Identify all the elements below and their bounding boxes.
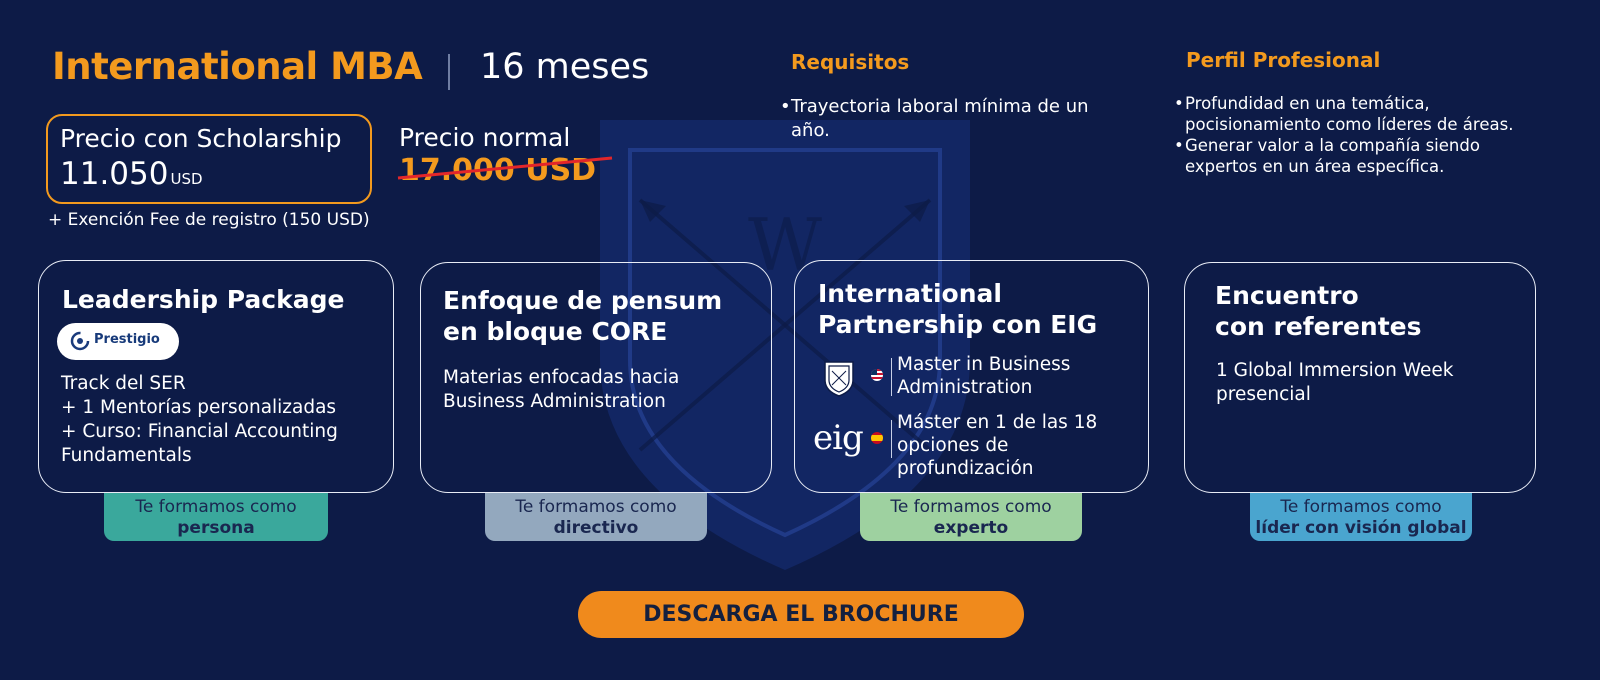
eig-partnership-card <box>794 260 1149 493</box>
item-divider <box>891 358 892 396</box>
card-title-line: International <box>818 279 1002 308</box>
tab-text: Te formamos como <box>890 497 1052 517</box>
tab-text: Te formamos como <box>135 497 297 517</box>
download-brochure-button[interactable]: DESCARGA EL BROCHURE <box>578 591 1024 638</box>
program-duration: 16 meses <box>480 47 650 87</box>
formation-tab-experto: Te formamos como experto <box>860 493 1082 541</box>
card-text: 1 Global Immersion Week presencial <box>1216 360 1454 405</box>
referentes-card <box>1184 262 1536 493</box>
card-title-line: en bloque CORE <box>443 317 668 346</box>
item-divider <box>891 420 892 458</box>
profile-list: Profundidad en una temática, pocisionami… <box>1174 93 1534 177</box>
profile-title: Perfil Profesional <box>1186 48 1381 72</box>
program-title: International MBA <box>52 45 423 88</box>
scholarship-amount: 11.050 <box>60 156 169 192</box>
formation-tab-persona: Te formamos como persona <box>104 493 328 541</box>
fee-exemption-note: + Exención Fee de registro (150 USD) <box>48 210 370 230</box>
scholarship-price-box <box>46 114 372 204</box>
crest-watermark-icon: W <box>600 120 970 570</box>
normal-price-label: Precio normal <box>399 123 571 152</box>
requirements-list: Trayectoria laboral mínima de un año. <box>780 95 1110 143</box>
prestigio-logo-icon <box>70 331 90 351</box>
card-line: + Curso: Financial Accounting Fundamenta… <box>61 421 338 466</box>
card-title-line: Enfoque de pensum <box>443 286 723 315</box>
card-title: International Partnership con EIG <box>818 278 1097 340</box>
tab-bold: experto <box>933 518 1009 538</box>
card-line: Track del SER <box>61 373 186 394</box>
partnership-item: Master in Business Administration <box>897 354 1071 398</box>
price-strikethrough <box>397 156 613 180</box>
card-title: Enfoque de pensum en bloque CORE <box>443 285 722 347</box>
pensum-core-card <box>420 262 772 493</box>
card-text: Materias enfocadas hacia Business Admini… <box>443 367 680 412</box>
eig-logo: eig <box>813 418 864 458</box>
formation-tab-directivo: Te formamos como directivo <box>485 493 707 541</box>
card-title-line: con referentes <box>1215 312 1422 341</box>
list-item: Generar valor a la compañía siendo exper… <box>1174 135 1534 177</box>
spain-flag-icon <box>871 432 883 444</box>
tab-text: Te formamos como <box>1280 497 1442 517</box>
tab-bold: persona <box>177 518 255 538</box>
card-line: + 1 Mentorías personalizadas <box>61 397 337 418</box>
normal-price: 17.000 USD <box>399 153 597 188</box>
card-title-line: Partnership con EIG <box>818 310 1098 339</box>
list-item: Profundidad en una temática, pocisionami… <box>1174 93 1534 135</box>
tab-text: Te formamos como <box>515 497 677 517</box>
requirements-title: Requisitos <box>791 50 910 74</box>
shield-logo-icon <box>824 361 854 397</box>
card-title: Leadership Package <box>62 285 345 314</box>
us-flag-icon <box>871 369 883 381</box>
card-title-line: Encuentro <box>1215 281 1359 310</box>
leadership-package-card <box>38 260 394 493</box>
card-title: Encuentro con referentes <box>1215 280 1421 342</box>
list-item: Trayectoria laboral mínima de un año. <box>780 95 1110 143</box>
card-text: Track del SER + 1 Mentorías personalizad… <box>61 372 391 468</box>
tab-bold: directivo <box>553 518 639 538</box>
scholarship-currency: USD <box>170 170 203 188</box>
title-divider <box>448 54 450 90</box>
formation-tab-lider: Te formamos como líder con visión global <box>1250 493 1472 541</box>
partnership-item: Máster en 1 de las 18 opciones de profun… <box>897 412 1098 479</box>
prestigio-label: Prestigio <box>94 332 160 347</box>
scholarship-price-label: Precio con Scholarship <box>60 124 342 153</box>
tab-bold: líder con visión global <box>1255 518 1467 538</box>
